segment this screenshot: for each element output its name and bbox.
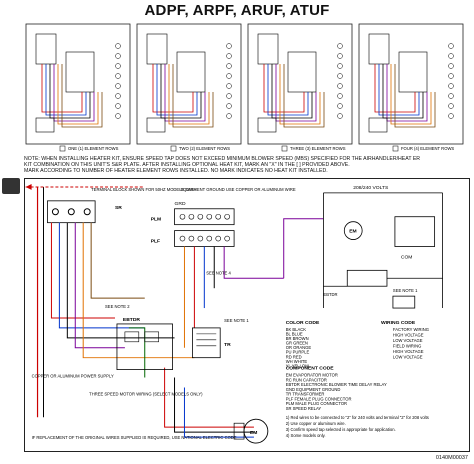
heater-panel-caption: ONE (1) ELEMENT ROWS — [68, 146, 119, 151]
note-line-2: KIT COMBINATION ON THIS UNIT'S S&R PLATE… — [24, 162, 350, 169]
copper-label: COPPER OR ALUMINUM POWER SUPPLY — [32, 374, 114, 379]
component-code-item: PLM MALE PLUG CONNECTOR — [286, 401, 347, 406]
plm-label: PLM — [151, 217, 161, 223]
element-row-checkbox[interactable] — [281, 145, 288, 152]
plm-connector — [174, 208, 235, 226]
sr-label: SR — [115, 205, 122, 211]
note-item: 3) Confirm speed tap selected is appropr… — [286, 427, 396, 432]
wiring-code-item: FIELD WIRING — [393, 344, 421, 349]
heater-panel-3: THREE (3) ELEMENT ROWS — [247, 23, 353, 152]
main-wiring-diagram: TERMINAL BLOCK SHOWN FOR 50HZ MODELS ONL… — [24, 178, 470, 452]
color-code-item: BK BLACK — [286, 327, 307, 332]
transformer — [192, 327, 221, 359]
component-code-item: EBTDR ELECTRONIC BLOWER TIME DELAY RELAY — [286, 382, 387, 387]
see-note-1-label-a: SEE NOTE 1 — [224, 318, 249, 323]
component-code-item: SR SPEED RELAY — [286, 406, 322, 411]
component-code-item: EM EVAPORATOR MOTOR — [286, 373, 338, 378]
color-code-item: GR GREEN — [286, 341, 308, 346]
ground-label: EQUIPMENT GROUND USE COPPER OR ALUMINUM … — [180, 187, 295, 192]
heater-panel-caption: THREE (3) ELEMENT ROWS — [290, 146, 346, 151]
note-line-1: NOTE: WHEN INSTALLING HEATER KIT, ENSURE… — [24, 156, 421, 162]
heater-panel-2: TWO (2) ELEMENT ROWS — [136, 23, 242, 152]
wiring-code-item: HIGH VOLTAGE — [393, 349, 424, 354]
heater-panel-caption: TWO (2) ELEMENT ROWS — [179, 146, 230, 151]
note-line-3: MARK ACCORDING TO NUMBER OF HEATER ELEME… — [24, 168, 328, 175]
note-item: 4) Some models only. — [286, 433, 326, 438]
power-plug-icon — [2, 178, 20, 194]
ebtdr-label-schematic: EBTDR — [323, 292, 337, 297]
heater-kit-panels: ONE (1) ELEMENT ROWS TWO (2) ELEMENT ROWS… — [25, 23, 464, 152]
replacement-label: IF REPLACEMENT OF THE ORIGINAL WIRES SUP… — [32, 435, 237, 440]
terminal-block-label: TERMINAL BLOCK SHOWN FOR 50HZ MODELS ONL… — [91, 187, 197, 192]
installation-note: NOTE: WHEN INSTALLING HEATER KIT, ENSURE… — [24, 156, 468, 175]
em-label-schematic: EM — [349, 229, 356, 235]
element-row-checkbox[interactable] — [170, 145, 177, 152]
color-code-item: YL YELLOW — [286, 363, 309, 368]
wiring-code-item: HIGH VOLTAGE — [393, 332, 424, 337]
plf-label: PLF — [151, 239, 160, 245]
color-code-item: PU PURPLE — [286, 350, 310, 355]
plf-connector — [174, 230, 235, 247]
component-code-item: RC RUN CAPACITOR — [286, 377, 327, 382]
diagram-title: ADPF, ARPF, ARUF, ATUF — [144, 2, 330, 19]
component-code-title: COMPONENT CODE — [286, 366, 335, 372]
ebtdr-label: EBTDR — [123, 317, 140, 323]
document-number: 0140M00037 — [435, 455, 468, 461]
color-code-item: WH WHITE — [286, 359, 308, 364]
voltage-label: 208/240 VOLTS — [353, 185, 389, 191]
three-speed-label: THREE SPEED MOTOR WIRING (SELECT MODELS … — [89, 391, 203, 396]
wiring-code-title: WIRING CODE — [381, 320, 416, 326]
element-row-checkbox[interactable] — [392, 145, 399, 152]
heater-panel-1: ONE (1) ELEMENT ROWS — [25, 23, 131, 152]
tr-label: TR — [224, 342, 231, 348]
element-row-checkbox[interactable] — [59, 145, 66, 152]
see-note-1-label-b: SEE NOTE 1 — [393, 288, 418, 293]
power-supply-wires — [25, 183, 145, 418]
wiring-code-item: LOW VOLTAGE — [393, 338, 423, 343]
color-code-title: COLOR CODE — [286, 320, 320, 326]
heater-panel-4: FOUR (4) ELEMENT ROWS — [358, 23, 464, 152]
wiring-code-item: FACTORY WIRING — [393, 327, 429, 332]
terminal-block — [47, 200, 96, 224]
note-item: 2) Use copper or aluminum wire. — [286, 421, 346, 426]
com-label: COM — [401, 254, 413, 260]
see-note-4-label: SEE NOTE 4 — [206, 270, 231, 275]
color-code-item: BR BROWN — [286, 336, 309, 341]
evaporator-motor — [233, 418, 269, 444]
notes-list: 1) Red wires to be connected to "2" for … — [286, 415, 429, 438]
heater-panel-caption: FOUR (4) ELEMENT ROWS — [401, 146, 454, 151]
ladder-schematic — [323, 192, 443, 309]
color-code-item: RD RED — [286, 354, 302, 359]
component-code-item: TR TRANSFORMER — [286, 392, 325, 397]
see-note-2-label: SEE NOTE 2 — [105, 304, 130, 309]
internal-wires — [50, 218, 324, 438]
wiring-code-item: LOW VOLTAGE — [393, 355, 423, 360]
note-item: 1) Red wires to be connected to "2" for … — [286, 415, 429, 420]
color-code-item: OR ORANGE — [286, 345, 312, 350]
grd-label: GRD — [175, 201, 186, 207]
color-code-item: BL BLUE — [286, 331, 303, 336]
em-label-bottom: EM — [250, 430, 257, 436]
component-code-item: PLF FEMALE PLUG CONNECTOR — [286, 396, 352, 401]
component-code-item: GND EQUIPMENT GROUND — [286, 387, 341, 392]
ebtdr-board — [116, 323, 173, 370]
